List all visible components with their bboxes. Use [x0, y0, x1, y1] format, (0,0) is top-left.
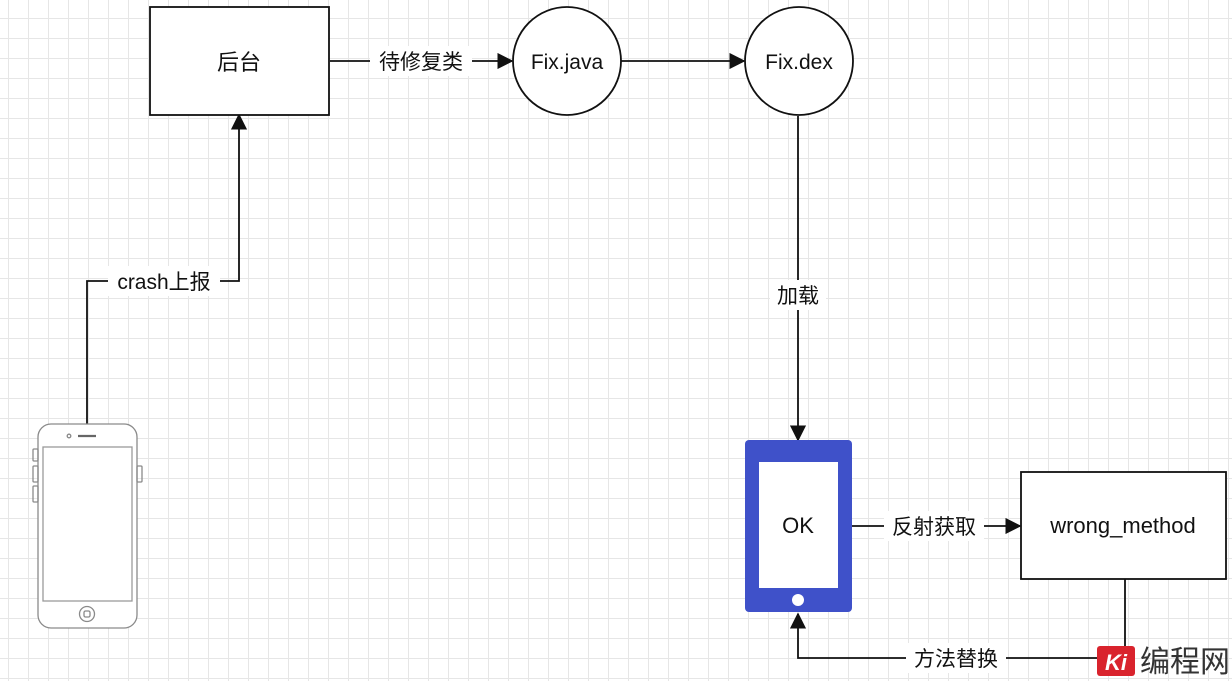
backend-node[interactable]: [149, 6, 330, 116]
fix-java-node-label: Fix.java: [531, 51, 604, 74]
edge-label-crash-report: crash上报: [117, 271, 210, 294]
edge-label-pending-fix: 待修复类: [379, 51, 463, 74]
ok-device-screen: [759, 462, 838, 588]
wrong-method-node[interactable]: [1020, 471, 1227, 580]
ok-device-label: OK: [782, 513, 814, 538]
svg-text:Ki: Ki: [1105, 650, 1128, 675]
watermark-logo-icon: Ki: [1097, 646, 1135, 676]
edge-label-reflect-get: 反射获取: [892, 516, 976, 539]
ok-device-home-button: [792, 594, 804, 606]
ok-device-node[interactable]: OK: [745, 440, 852, 612]
fix-java-node[interactable]: [512, 6, 622, 116]
watermark: Ki 编程网: [1097, 646, 1230, 679]
edge-label-method-replace: 方法替换: [914, 648, 998, 671]
fix-dex-node[interactable]: [744, 6, 854, 116]
phone-icon: [32, 423, 143, 629]
backend-node-label: 后台: [217, 50, 261, 75]
wrong-method-node-label: wrong_method: [1049, 513, 1196, 538]
fix-dex-node-label: Fix.dex: [765, 51, 833, 74]
edge-label-load: 加载: [777, 285, 819, 308]
watermark-text: 编程网: [1140, 646, 1230, 679]
